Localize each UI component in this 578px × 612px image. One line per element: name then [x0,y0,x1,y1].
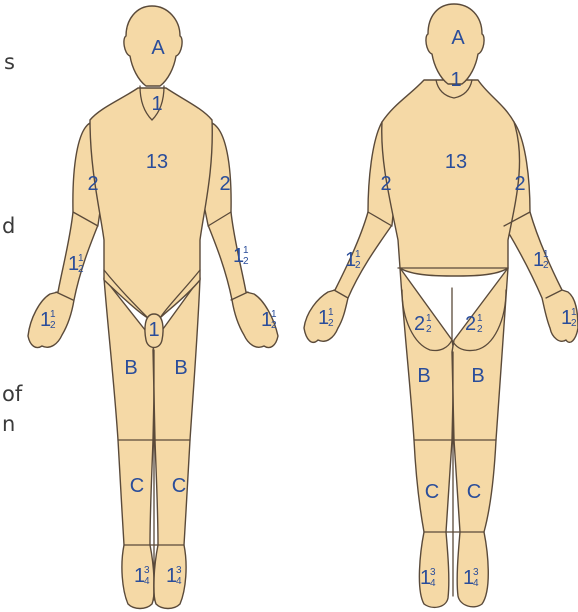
back-label-upper-arm-right: 2 [514,173,525,195]
svg-text:1: 1 [243,245,249,256]
svg-text:2: 2 [543,260,549,271]
front-label-leg-left: C [130,475,144,497]
front-label-upper-arm-left: 2 [87,173,98,195]
svg-text:2: 2 [571,318,577,329]
back-label-head: A [451,27,465,49]
front-label-foot-right: 1 3 4 [166,565,182,587]
svg-text:3: 3 [473,567,479,578]
back-label-foot-left: 1 3 4 [420,567,436,589]
svg-text:4: 4 [144,576,150,587]
svg-text:2: 2 [477,324,483,335]
back-figure: A 1 13 2 2 1 1 2 1 1 2 1 1 2 1 1 2 2 1 2 [304,4,578,607]
front-label-thigh-left: B [124,357,137,379]
svg-text:2: 2 [328,318,334,329]
front-label-trunk: 13 [146,151,168,173]
back-label-neck: 1 [450,69,461,91]
front-label-leg-right: C [172,475,186,497]
back-label-buttock-right: 2 1 2 [465,313,483,335]
front-label-hand-left: 1 1 2 [40,309,56,331]
front-label-foot-left: 1 3 4 [134,565,150,587]
back-label-thigh-left: B [417,365,430,387]
back-label-upper-arm-left: 2 [380,173,391,195]
svg-text:2: 2 [414,313,425,335]
svg-text:4: 4 [176,576,182,587]
svg-text:2: 2 [465,313,476,335]
svg-text:1: 1 [78,253,84,264]
front-label-head: A [151,37,165,59]
front-label-neck: 1 [151,93,162,115]
front-trunk [90,88,212,318]
svg-text:2: 2 [243,256,249,267]
front-figure: A 1 13 2 2 1 1 2 1 1 2 1 1 2 1 1 2 1 B B… [28,6,278,609]
svg-text:2: 2 [355,260,361,271]
back-label-leg-left: C [425,481,439,503]
svg-text:1: 1 [571,307,577,318]
back-label-hand-right: 1 1 2 [561,307,577,329]
svg-text:2: 2 [50,320,56,331]
front-label-hand-right: 1 1 2 [261,309,277,331]
svg-text:1: 1 [271,309,277,320]
svg-text:4: 4 [430,578,436,589]
svg-text:1: 1 [477,313,483,324]
front-label-forearm-right: 1 1 2 [233,245,249,267]
svg-text:2: 2 [271,320,277,331]
front-label-upper-arm-right: 2 [219,173,230,195]
svg-text:1: 1 [426,313,432,324]
svg-text:3: 3 [144,565,150,576]
back-label-trunk: 13 [445,151,467,173]
front-label-forearm-left: 1 1 2 [68,253,84,275]
svg-text:1: 1 [328,307,334,318]
back-label-forearm-left: 1 1 2 [345,249,361,271]
svg-text:2: 2 [426,324,432,335]
back-label-foot-right: 1 3 4 [463,567,479,589]
svg-text:1: 1 [543,249,549,260]
svg-text:3: 3 [430,567,436,578]
svg-text:1: 1 [50,309,56,320]
back-label-buttock-left: 2 1 2 [414,313,432,335]
back-label-forearm-right: 1 1 2 [533,249,549,271]
svg-text:4: 4 [473,578,479,589]
back-label-hand-left: 1 1 2 [318,307,334,329]
svg-text:3: 3 [176,565,182,576]
svg-text:1: 1 [355,249,361,260]
front-label-thigh-right: B [174,357,187,379]
back-label-thigh-right: B [471,365,484,387]
back-label-leg-right: C [467,481,481,503]
back-trunk [382,80,520,276]
svg-text:2: 2 [78,264,84,275]
front-label-genitals: 1 [148,319,159,341]
